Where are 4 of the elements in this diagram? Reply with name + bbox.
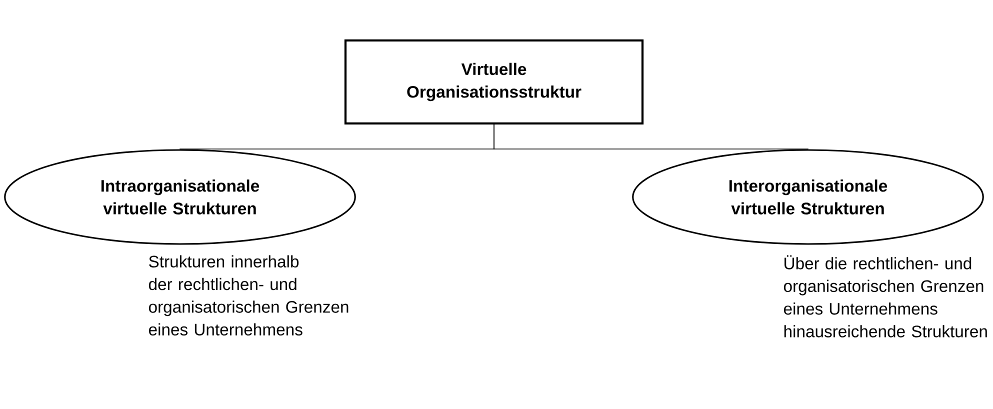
description-text: Über die rechtlichen- und organisatorischen Grenzen eines Unternehmens hinausreichende Strukturen <box>784 255 987 338</box>
connector-line <box>494 124 808 150</box>
description-text: Strukturen innerhalb der rechtlichen- und organisatorischen Grenzen eines Unternehmens <box>148 255 348 336</box>
title-box: Virtuelle Organisationsstruktur <box>344 39 644 125</box>
